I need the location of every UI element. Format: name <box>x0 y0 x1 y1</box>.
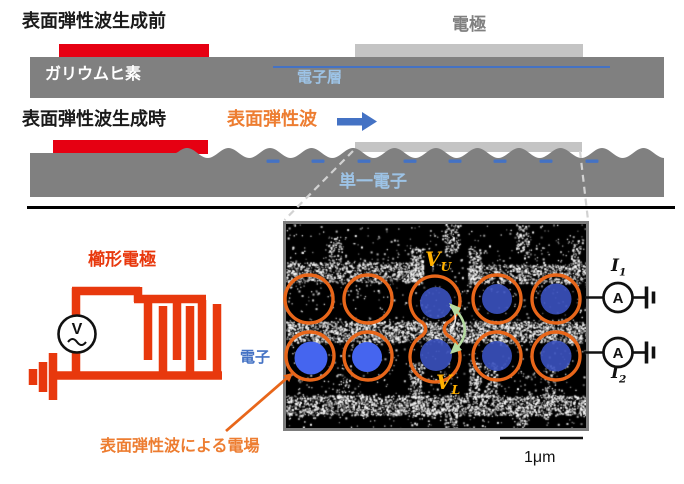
vl-base: V <box>436 370 452 394</box>
scale-bar-label: 1μm <box>524 449 555 467</box>
during-title: 表面弾性波生成時 <box>22 110 166 130</box>
field-callout-arrow <box>226 378 287 431</box>
gate-voltage-upper-label: VU <box>425 248 451 274</box>
vu-base: V <box>425 247 441 271</box>
current-2-label: I2 <box>611 364 626 386</box>
before-title: 表面弾性波生成前 <box>22 12 166 32</box>
ammeter-circuit-2 <box>585 338 654 367</box>
electron-dash <box>358 160 371 163</box>
i2-sub: 2 <box>619 373 626 385</box>
electron-layer-line <box>273 66 610 68</box>
single-electron-label: 単一電子 <box>339 173 407 192</box>
electrode-label: 電極 <box>452 16 486 35</box>
ammeter-symbol-1: A <box>613 290 624 307</box>
vl-sub: L <box>452 382 461 397</box>
ammeter-symbol-2: A <box>613 345 624 362</box>
sine-wave-icon <box>68 339 86 345</box>
electron-dash <box>494 160 507 163</box>
gate-voltage-lower-label: VL <box>436 371 460 397</box>
saw-direction-arrow-icon <box>337 112 377 131</box>
electron-dash <box>540 160 553 163</box>
i1-sub: 1 <box>619 266 626 278</box>
idt-label: 櫛形電極 <box>88 251 156 270</box>
i1-base: I <box>611 256 619 276</box>
electron-dash <box>449 160 462 163</box>
saw-label: 表面弾性波 <box>227 110 317 130</box>
voltage-source-symbol: V <box>72 321 83 338</box>
field-label: 表面弾性波による電場 <box>100 438 260 456</box>
idt-bar-before <box>59 44 209 57</box>
current-1-label: I1 <box>611 257 626 279</box>
electron-dash <box>267 160 280 163</box>
electron-label: 電子 <box>240 350 270 367</box>
ac-voltage-source-icon <box>59 316 96 353</box>
electron-dash <box>312 160 325 163</box>
ammeter-circuit-1 <box>585 283 654 312</box>
vu-sub: U <box>441 259 452 274</box>
electron-layer-label: 電子層 <box>297 70 342 87</box>
interdigital-transducer-graphic <box>33 287 222 400</box>
ammeter-icon <box>604 283 633 312</box>
i2-base: I <box>611 363 619 383</box>
electron-dash <box>404 160 417 163</box>
substrate-label: ガリウムヒ素 <box>45 66 141 84</box>
electron-dash <box>586 160 599 163</box>
top-gate-electrode-before <box>355 44 583 57</box>
baseline-rule <box>27 206 675 209</box>
